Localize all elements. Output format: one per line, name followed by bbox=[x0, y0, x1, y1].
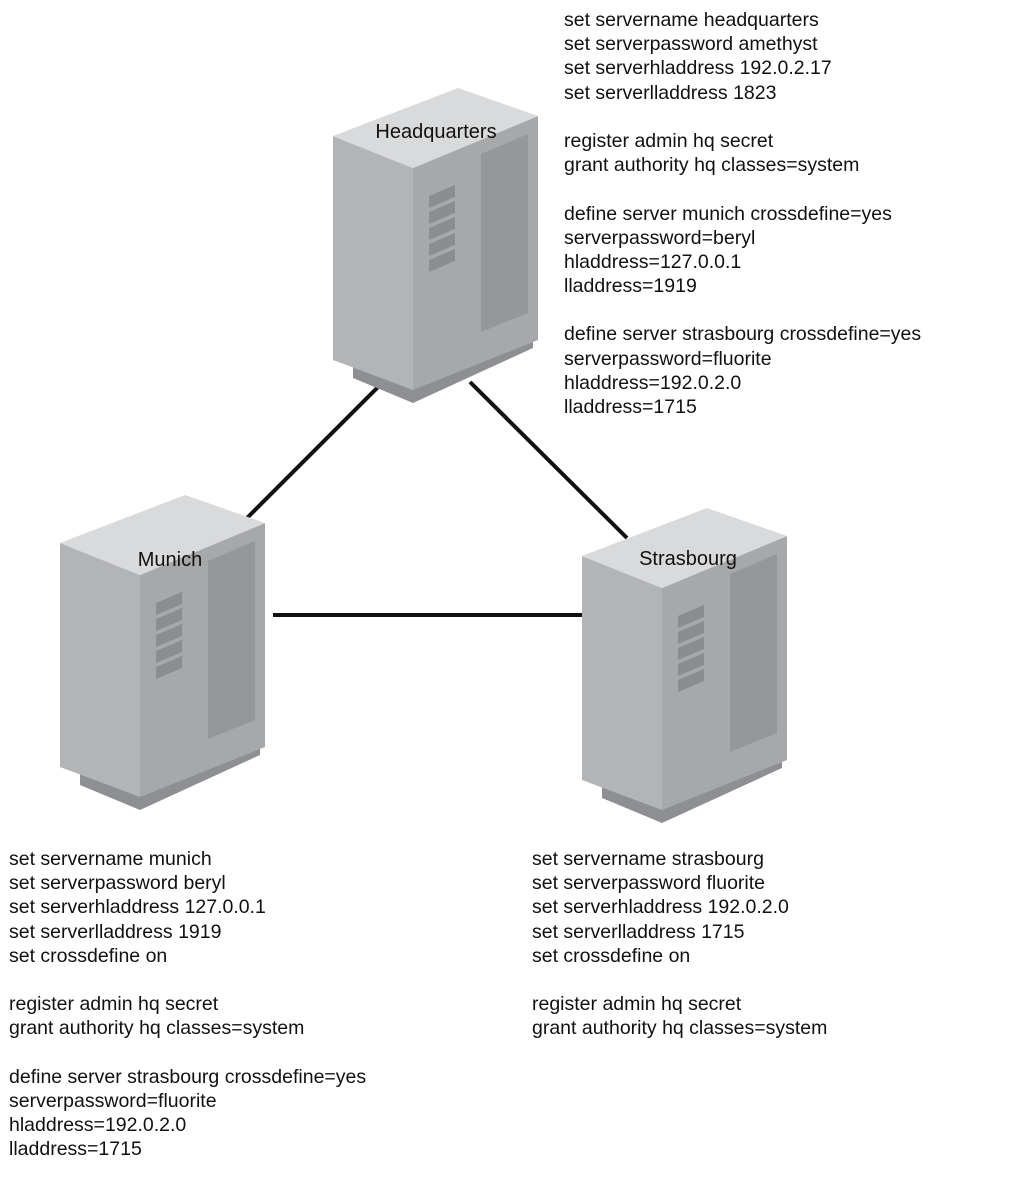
command-line: set serverpassword fluorite bbox=[532, 872, 766, 895]
command-line: define server strasbourg crossdefine=yes bbox=[564, 323, 922, 346]
strasbourg-label: Strasbourg bbox=[639, 548, 737, 570]
command-line: set servername munich bbox=[9, 848, 212, 870]
command-line: serverpassword=fluorite bbox=[564, 347, 772, 370]
command-line: register admin hq secret bbox=[564, 129, 774, 152]
command-line: serverpassword=fluorite bbox=[9, 1089, 217, 1112]
command-line: grant authority hq classes=system bbox=[564, 154, 860, 177]
command-line: set servername strasbourg bbox=[532, 848, 764, 870]
command-line: set serverlladdress 1919 bbox=[9, 920, 222, 943]
blank-line bbox=[9, 1041, 366, 1065]
command-line: grant authority hq classes=system bbox=[532, 1017, 828, 1040]
command-line: define server strasbourg crossdefine=yes bbox=[9, 1065, 367, 1088]
command-line: lladdress=1715 bbox=[564, 396, 697, 418]
command-line: define server munich crossdefine=yes bbox=[564, 202, 892, 225]
command-line: hladdress=127.0.0.1 bbox=[564, 250, 742, 273]
command-line: register admin hq secret bbox=[9, 993, 219, 1016]
connection-hq-munich bbox=[235, 380, 385, 530]
blank-line bbox=[564, 298, 921, 322]
command-line: set serverlladdress 1823 bbox=[564, 81, 777, 104]
command-line: set serverhladdress 192.0.2.17 bbox=[564, 57, 832, 80]
command-line: lladdress=1715 bbox=[9, 1138, 142, 1161]
command-line: set serverhladdress 192.0.2.0 bbox=[532, 896, 789, 919]
command-line: serverpassword=beryl bbox=[564, 226, 756, 249]
command-line: hladdress=192.0.2.0 bbox=[9, 1114, 187, 1137]
command-line: set servername headquarters bbox=[564, 9, 819, 31]
command-line: set serverpassword amethyst bbox=[564, 33, 818, 56]
connection-hq-strasbourg bbox=[468, 380, 629, 540]
blank-line bbox=[532, 968, 827, 992]
command-line: set serverlladdress 1715 bbox=[532, 920, 745, 943]
command-line: register admin hq secret bbox=[532, 993, 742, 1016]
command-line: hladdress=192.0.2.0 bbox=[564, 371, 742, 394]
headquarters-label: Headquarters bbox=[375, 121, 496, 143]
blank-line bbox=[564, 105, 921, 129]
munich-label: Munich bbox=[138, 549, 202, 571]
command-line: set crossdefine on bbox=[532, 944, 691, 967]
command-line: lladdress=1919 bbox=[564, 275, 697, 298]
munich-server-icon bbox=[60, 495, 265, 810]
command-line: set serverhladdress 127.0.0.1 bbox=[9, 896, 266, 919]
command-line: grant authority hq classes=system bbox=[9, 1017, 305, 1040]
blank-line bbox=[564, 177, 921, 201]
blank-line bbox=[9, 968, 366, 992]
command-line: set serverpassword beryl bbox=[9, 872, 226, 895]
command-line: set crossdefine on bbox=[9, 944, 168, 967]
